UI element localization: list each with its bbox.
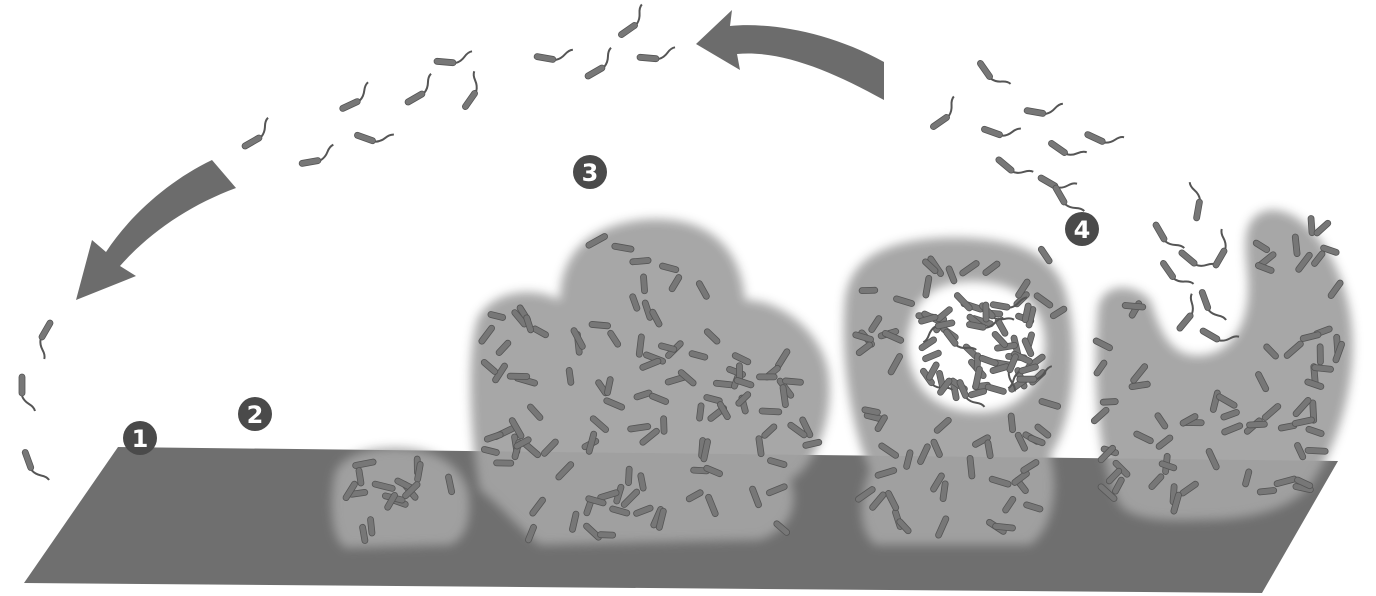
step-marker-2: 2 — [238, 397, 272, 431]
step-number-1: 1 — [132, 425, 149, 453]
planktonic-bacterium — [1152, 216, 1184, 256]
bacterium-cell — [1313, 219, 1332, 237]
bacterium-cell — [859, 287, 878, 294]
step-marker-3: 3 — [573, 155, 607, 189]
planktonic-bacterium — [1198, 285, 1226, 325]
bacterium-cell — [597, 532, 615, 539]
planktonic-bacterium — [19, 374, 35, 411]
planktonic-bacterium — [924, 96, 963, 130]
planktonic-bacterium — [579, 48, 619, 80]
bacterium-cell — [494, 460, 514, 466]
step-number-3: 3 — [582, 159, 599, 187]
planktonic-bacterium — [981, 116, 1021, 144]
bacterium-cell — [1246, 421, 1267, 428]
planktonic-bacterium — [612, 4, 651, 38]
planktonic-bacterium — [354, 122, 394, 150]
bacterium-cell — [759, 408, 782, 415]
step-number-4: 4 — [1074, 216, 1091, 244]
planktonic-bacterium — [1084, 122, 1124, 152]
planktonic-bacterium — [1024, 97, 1063, 119]
bacterium-cell — [756, 374, 777, 380]
planktonic-bacterium — [1203, 229, 1235, 269]
bacterium-cell — [661, 416, 668, 435]
planktonic-bacterium — [1047, 131, 1086, 165]
bacterium-cell — [630, 257, 652, 265]
planktonic-bacterium — [236, 118, 276, 150]
planktonic-bacterium — [976, 54, 1010, 93]
planktonic-bacterium — [30, 319, 62, 359]
planktonic-bacterium — [453, 71, 487, 110]
planktonic-bacterium — [399, 74, 439, 106]
planktonic-bacterium — [637, 44, 675, 63]
planktonic-bacterium — [21, 445, 49, 485]
bacterium-cell — [507, 373, 530, 379]
bacterium-cell — [1100, 398, 1118, 405]
planktonic-bacterium — [1183, 182, 1205, 221]
bacterium-cell — [625, 466, 632, 486]
planktonic-bacterium — [995, 148, 1034, 184]
step-marker-4: 4 — [1065, 212, 1099, 246]
bacterium-cell — [640, 274, 647, 294]
step-number-2: 2 — [247, 401, 264, 429]
bacterium-cell — [782, 378, 803, 386]
dispersal-arrow-left — [76, 160, 236, 300]
planktonic-bacterium — [434, 48, 472, 67]
dispersal-arrow-top — [696, 10, 884, 100]
planktonic-bacterium — [335, 82, 375, 112]
bacterium-cell — [1317, 344, 1323, 365]
step-marker-1: 1 — [123, 421, 157, 455]
planktonic-bacterium — [297, 145, 336, 167]
released-bacterium — [983, 302, 989, 322]
bacterium-cell — [1305, 447, 1328, 454]
planktonic-bacterium — [1168, 294, 1204, 333]
planktonic-bacterium — [534, 43, 573, 65]
